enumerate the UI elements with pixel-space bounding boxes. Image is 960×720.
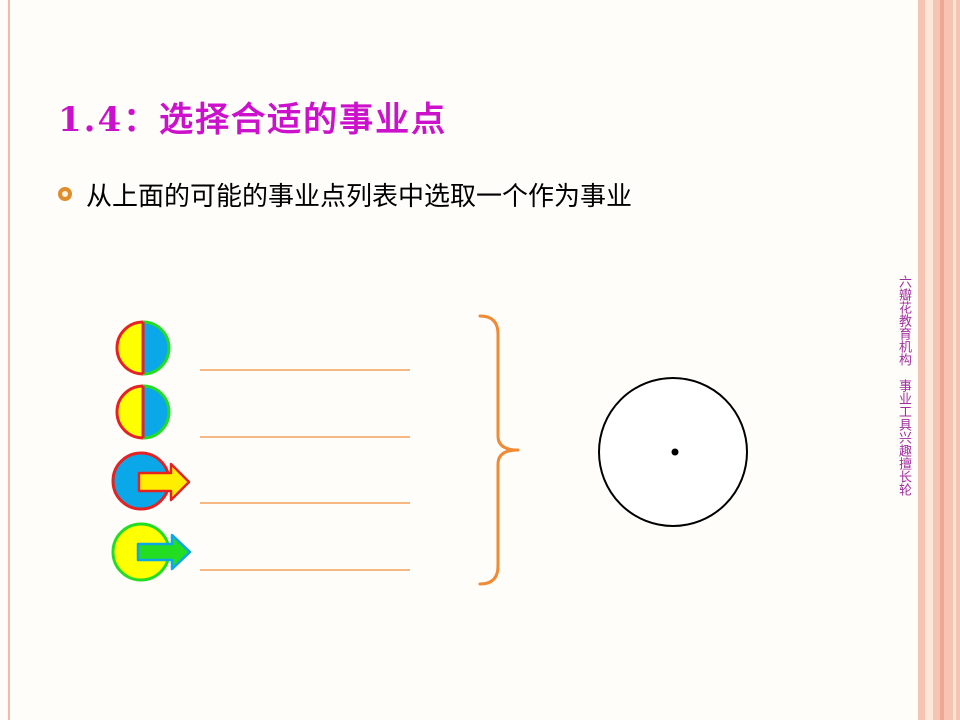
yellow-circle-green-arrow-icon — [111, 522, 192, 582]
slide-title: 1.4：选择合适的事业点 — [58, 100, 448, 140]
bullet-row: 从上面的可能的事业点列表中选取一个作为事业 — [58, 174, 632, 214]
half-yellow-half-blue-circle-icon — [115, 384, 171, 440]
left-border-rule — [8, 0, 10, 720]
right-curly-brace — [478, 314, 520, 586]
right-border-band-dark — [940, 0, 944, 720]
right-border-band-light — [925, 0, 933, 720]
half-yellow-half-blue-circle-icon — [115, 320, 171, 376]
blue-circle-yellow-arrow-icon — [111, 451, 191, 511]
ring-bullet-icon — [58, 187, 72, 201]
right-border-band-edge — [953, 0, 956, 720]
bullet-text: 从上面的可能的事业点列表中选取一个作为事业 — [86, 181, 633, 212]
vertical-side-note: 六瓣花教育机构 事业工具兴趣擅长轮 — [896, 275, 911, 496]
target-center-dot — [671, 448, 679, 456]
